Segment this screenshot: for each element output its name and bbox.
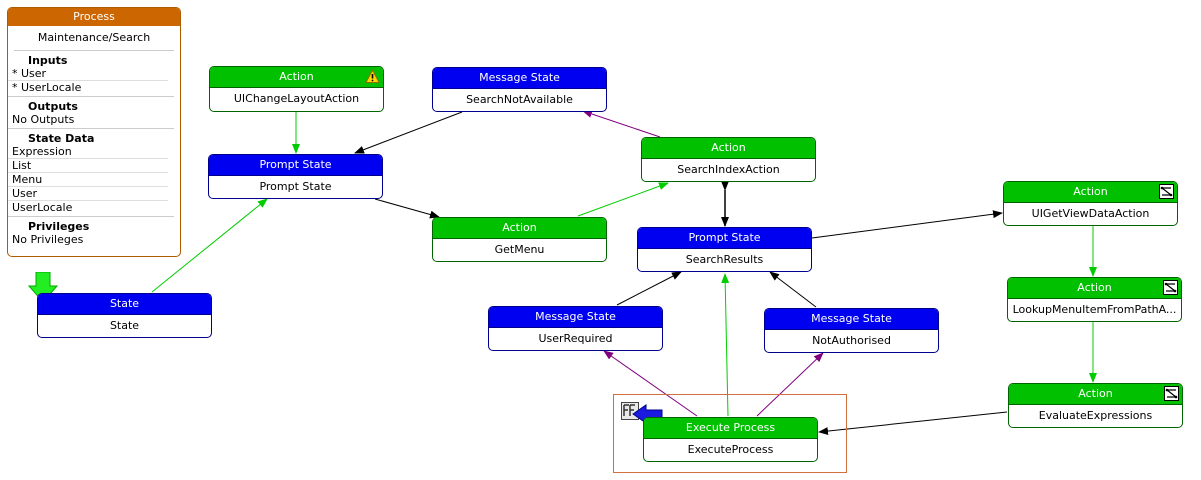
flow-icon	[1163, 280, 1178, 295]
node-type-label: Prompt State	[638, 228, 811, 249]
node-evaluateexpressions[interactable]: Action EvaluateExpressions	[1008, 383, 1183, 428]
edge-state-to-prompt-state	[151, 198, 268, 293]
node-type-label: Execute Process	[644, 418, 817, 439]
flow-icon	[1159, 184, 1174, 199]
node-lookupmenuitem[interactable]: Action LookupMenuItemFromPathA...	[1007, 277, 1182, 322]
node-name-label: UIChangeLayoutAction	[233, 92, 360, 105]
edge-evaluate-to-executeprocess	[818, 411, 1008, 436]
node-name-label: SearchNotAvailable	[466, 93, 573, 106]
state-data-title: State Data	[28, 132, 95, 145]
edge-executeprocess-to-notauthorised	[756, 352, 824, 417]
edge-userrequired-to-searchresults	[616, 271, 682, 306]
state-data-item: User	[8, 187, 168, 201]
input-item: * UserLocale	[12, 81, 82, 94]
edge-executeprocess-to-searchresults	[721, 273, 730, 417]
node-name-label: ExecuteProcess	[687, 443, 774, 456]
node-notauthorised[interactable]: Message State NotAuthorised	[764, 308, 939, 353]
node-searchresults[interactable]: Prompt State SearchResults	[637, 227, 812, 272]
outputs-section: Outputs No Outputs	[8, 101, 174, 129]
node-searchindexaction[interactable]: Action SearchIndexAction	[641, 137, 816, 182]
edge-searchnotavailable-to-prompt-state	[354, 111, 463, 154]
state-data-item: Menu	[8, 173, 168, 187]
state-data-section: State Data Expression List Menu User Use…	[8, 133, 174, 217]
process-name: Maintenance/Search	[14, 26, 174, 51]
edge-notauthorised-to-searchresults	[769, 271, 817, 308]
state-data-item: UserLocale	[12, 201, 73, 214]
warning-icon	[365, 69, 380, 83]
node-name-label: SearchIndexAction	[677, 163, 780, 176]
node-name-label: GetMenu	[494, 243, 545, 256]
node-name-label: UserRequired	[538, 332, 613, 345]
node-searchnotavailable[interactable]: Message State SearchNotAvailable	[432, 67, 607, 112]
process-info-panel: Process Maintenance/Search Inputs * User…	[7, 7, 181, 257]
process-panel-header: Process	[8, 8, 180, 26]
node-type-label: Action	[210, 67, 383, 88]
edge-executeprocess-to-userrequired	[603, 350, 698, 417]
privileges-title: Privileges	[28, 220, 90, 233]
node-type-label: Action	[1004, 182, 1177, 203]
node-name-label: UIGetViewDataAction	[1031, 207, 1150, 220]
node-type-label: Action	[1009, 384, 1182, 405]
node-name-label: NotAuthorised	[812, 334, 891, 347]
node-userrequired[interactable]: Message State UserRequired	[488, 306, 663, 351]
node-name-label: Prompt State	[259, 180, 332, 193]
node-name-label: EvaluateExpressions	[1038, 409, 1153, 422]
edge-prompt-state-to-getmenu	[374, 198, 440, 219]
edge-getmenu-to-searchindex	[577, 182, 669, 217]
node-prompt-state[interactable]: Prompt State Prompt State	[208, 154, 383, 199]
state-data-item: Expression	[8, 145, 168, 159]
privilege-item: No Privileges	[12, 233, 84, 246]
node-name-label: LookupMenuItemFromPathA...	[1012, 303, 1177, 316]
node-uigetviewdataaction[interactable]: Action UIGetViewDataAction	[1003, 181, 1178, 226]
edge-searchresults-to-uigetviewdata	[811, 210, 1003, 239]
outputs-title: Outputs	[28, 100, 78, 113]
node-type-label: State	[38, 294, 211, 315]
input-item: * User	[8, 67, 168, 81]
output-item: No Outputs	[12, 113, 75, 126]
node-executeprocess[interactable]: Execute Process ExecuteProcess	[643, 417, 818, 462]
node-type-label: Message State	[489, 307, 662, 328]
node-type-label: Action	[433, 218, 606, 239]
inputs-section: Inputs * User * UserLocale	[8, 55, 174, 97]
privileges-section: Privileges No Privileges	[8, 220, 180, 247]
state-data-item: List	[8, 159, 168, 173]
node-uichangelayoutaction[interactable]: Action UIChangeLayoutAction	[209, 66, 384, 112]
node-type-label: Action	[642, 138, 815, 159]
node-state[interactable]: State State	[37, 293, 212, 338]
node-name-label: State	[109, 319, 140, 332]
node-name-label: SearchResults	[685, 253, 764, 266]
flow-icon	[1164, 386, 1179, 401]
node-type-label: Action	[1008, 278, 1181, 299]
node-type-label: Prompt State	[209, 155, 382, 176]
node-type-label: Message State	[765, 309, 938, 330]
execute-process-container	[613, 394, 847, 473]
node-getmenu[interactable]: Action GetMenu	[432, 217, 607, 262]
edge-searchindex-to-searchnotavailable	[582, 110, 661, 138]
inputs-title: Inputs	[28, 54, 68, 67]
node-type-label: Message State	[433, 68, 606, 89]
